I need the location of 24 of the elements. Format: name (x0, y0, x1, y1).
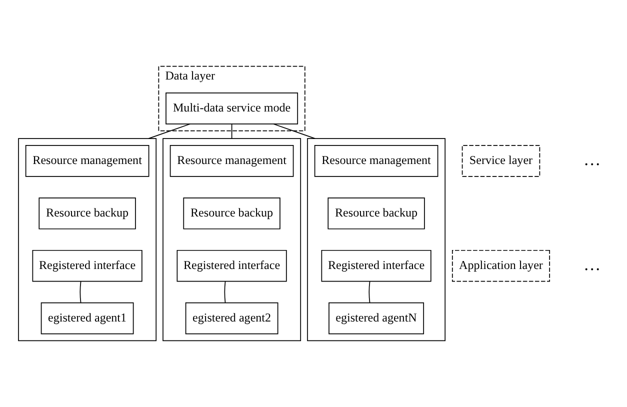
node-box: Registered interface (32, 250, 142, 282)
connector (80, 280, 82, 304)
cluster (18, 138, 157, 342)
label: … (584, 150, 601, 170)
connector (368, 280, 370, 304)
node-box: Resource management (170, 145, 294, 177)
node-box: Service layer (462, 145, 540, 177)
node-box: egistered agentN (328, 302, 424, 334)
node-box: Resource management (25, 145, 150, 177)
connector (224, 280, 226, 304)
node-box: Registered interface (176, 250, 287, 282)
label: … (584, 255, 601, 274)
node-box: Resource management (314, 145, 438, 177)
node-box: egistered agent2 (185, 302, 278, 334)
node-box: Registered interface (321, 250, 432, 282)
node-box: Application layer (452, 250, 550, 282)
cluster (307, 138, 446, 342)
node-box: egistered agent1 (40, 302, 134, 334)
node-box: Resource backup (183, 197, 280, 230)
node-box: Resource backup (38, 197, 136, 230)
node-box: Resource backup (328, 197, 425, 230)
node-box: Multi-data service mode (166, 92, 298, 124)
cluster (162, 138, 302, 342)
connector (231, 124, 232, 139)
